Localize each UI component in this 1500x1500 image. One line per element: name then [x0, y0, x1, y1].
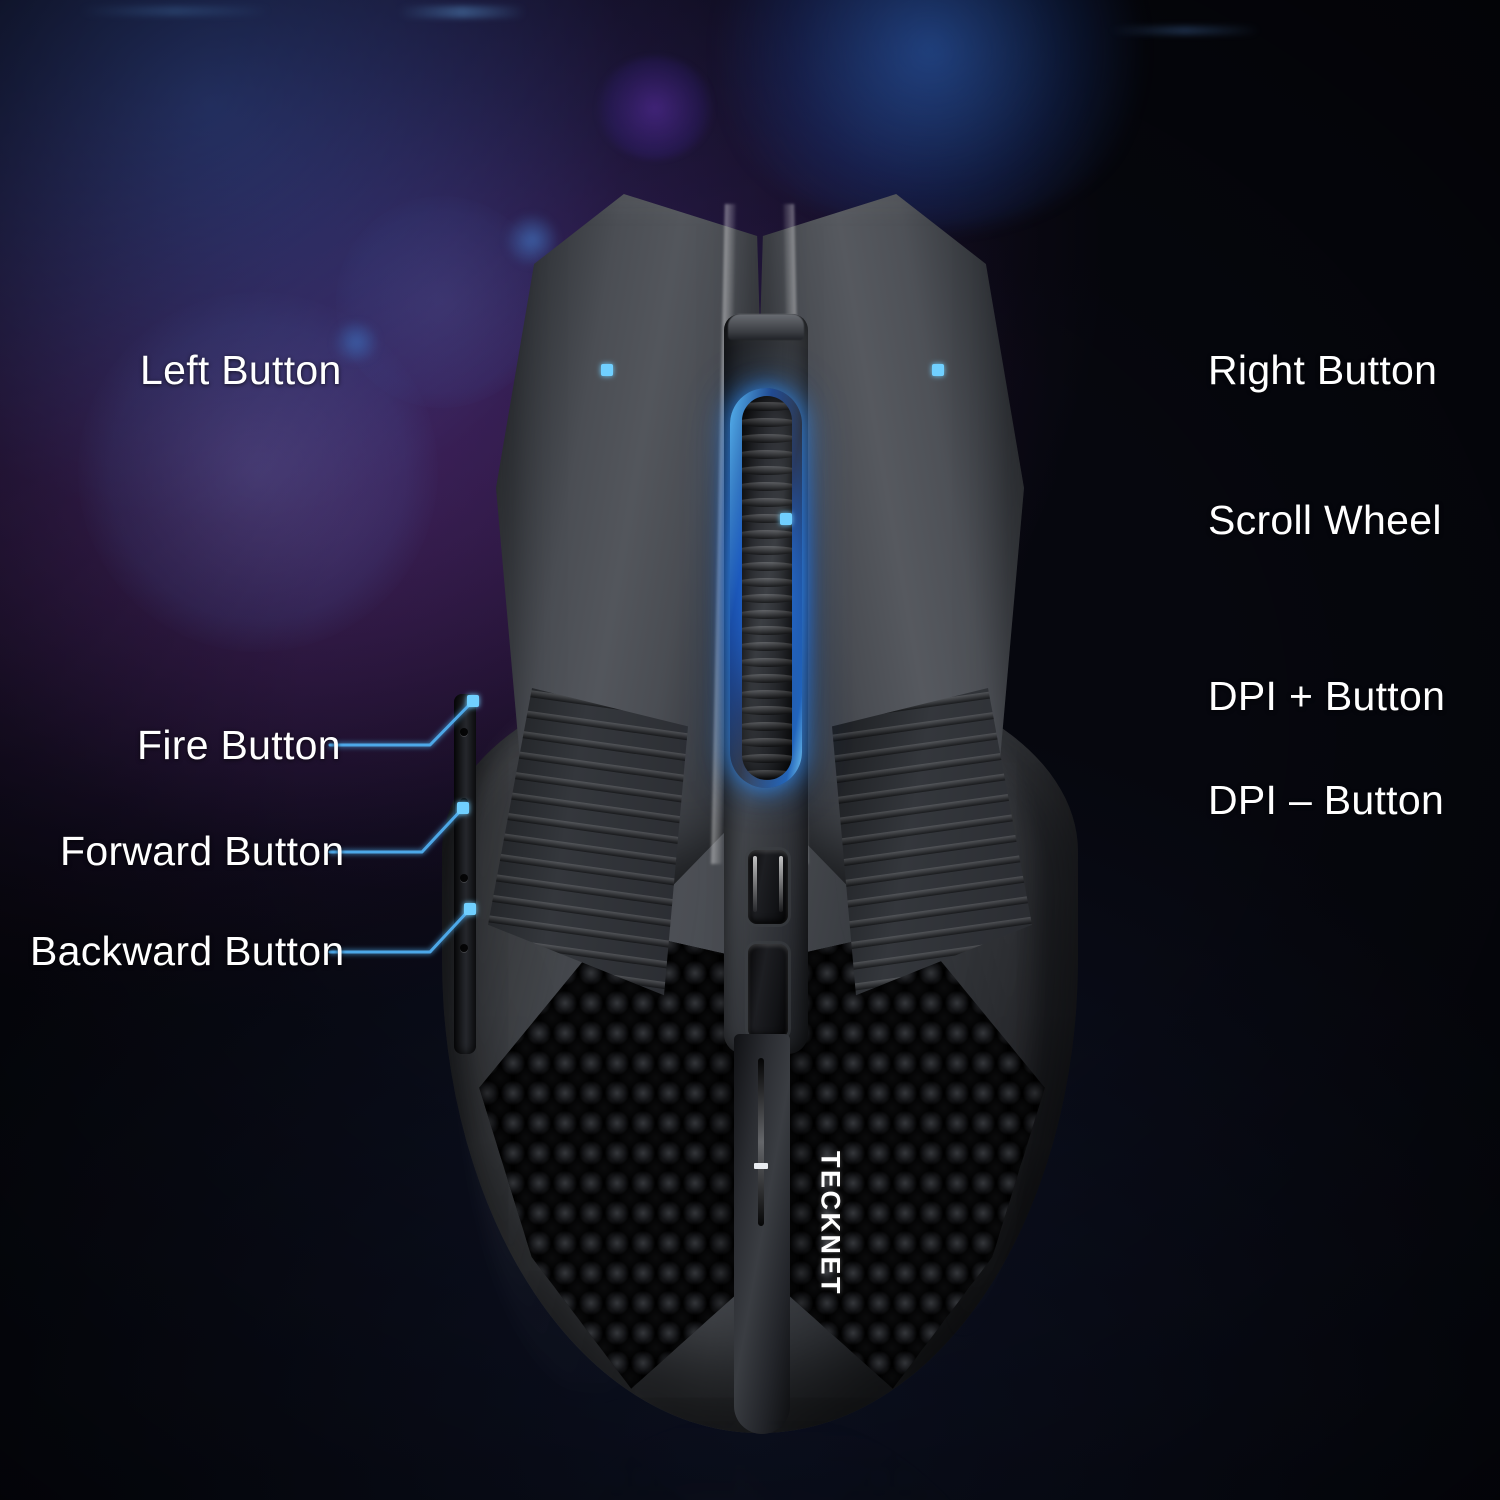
side-screw-2 [460, 798, 468, 806]
wheel-rib [742, 754, 792, 763]
wheel-rib [742, 450, 792, 459]
wheel-rib [742, 498, 792, 507]
wheel-rib [742, 546, 792, 555]
grip-rib [832, 848, 1032, 893]
callout-label-left-button: Left Button [140, 347, 342, 393]
wheel-rib [742, 482, 792, 491]
dpi-decrease-button[interactable] [748, 944, 788, 1038]
scroll-wheel[interactable] [742, 396, 792, 780]
dpi-increase-button[interactable] [748, 850, 788, 924]
callout-label-scroll-wheel: Scroll Wheel [1208, 497, 1442, 543]
dpi-plus-highlight-left [753, 856, 757, 912]
grip-rib [832, 764, 1032, 809]
gaming-mouse-product-image: TECKNET [402, 188, 1118, 1434]
wheel-rib [742, 674, 792, 683]
side-screw-1 [460, 728, 468, 736]
grip-rib [832, 869, 1032, 914]
spine-indicator-mark [754, 1163, 768, 1169]
wheel-rib [742, 514, 792, 523]
callout-label-dpi-plus: DPI + Button [1208, 673, 1446, 719]
callout-label-fire-button: Fire Button [137, 722, 341, 768]
brand-logo: TECKNET [815, 1151, 846, 1296]
wheel-rib [742, 690, 792, 699]
dpi-plus-highlight-right [779, 856, 783, 912]
channel-lip [728, 314, 804, 340]
spine-slot [758, 1058, 764, 1226]
wheel-rib [742, 610, 792, 619]
grip-rib [832, 785, 1032, 830]
wheel-rib [742, 578, 792, 587]
callout-label-forward-button: Forward Button [60, 828, 345, 874]
grip-rib [832, 890, 1032, 935]
wheel-rib [742, 722, 792, 731]
mouse-reflection [402, 1408, 1118, 1500]
side-screw-4 [460, 944, 468, 952]
wheel-rib [742, 770, 792, 779]
wheel-rib [742, 466, 792, 475]
grip-rib [832, 827, 1032, 872]
grip-rib [832, 806, 1032, 851]
wheel-rib [742, 530, 792, 539]
callout-label-backward-button: Backward Button [30, 928, 345, 974]
wheel-rib [742, 658, 792, 667]
wheel-rib [742, 402, 792, 411]
side-screw-3 [460, 874, 468, 882]
wheel-rib [742, 434, 792, 443]
wheel-rib [742, 594, 792, 603]
callout-label-dpi-minus: DPI – Button [1208, 777, 1445, 823]
wheel-rib [742, 562, 792, 571]
wheel-rib [742, 642, 792, 651]
reflection-spine [734, 1408, 790, 1500]
callout-label-right-button: Right Button [1208, 347, 1438, 393]
wheel-rib [742, 738, 792, 747]
wheel-rib [742, 626, 792, 635]
wheel-rib [742, 706, 792, 715]
wheel-rib [742, 418, 792, 427]
